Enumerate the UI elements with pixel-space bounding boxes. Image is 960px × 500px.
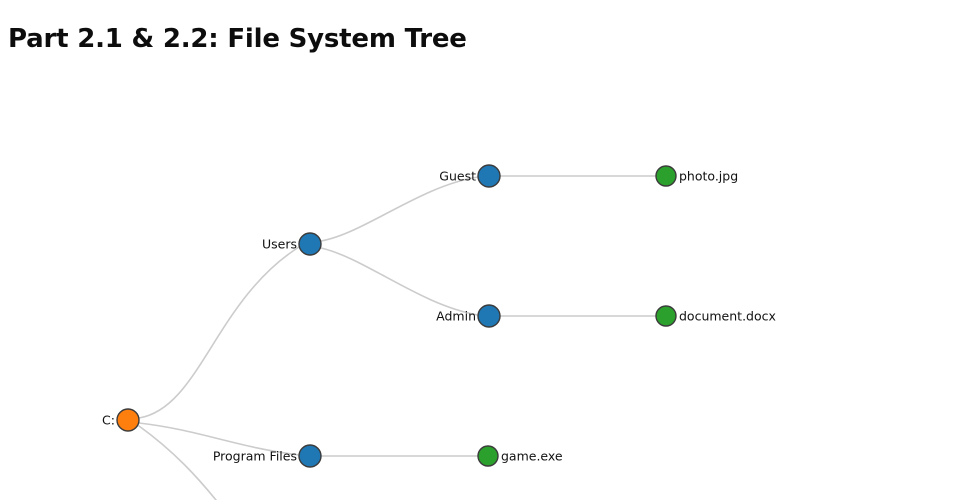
graph-edge-users-to-admin [320, 247, 479, 316]
node-circle-game-exe[interactable] [477, 445, 499, 467]
node-label-admin: Admin [436, 309, 476, 324]
node-circle-document-docx[interactable] [655, 305, 677, 327]
node-circle-users[interactable] [298, 232, 322, 256]
graph-node-game-exe[interactable]: game.exe [477, 445, 563, 467]
node-circle-photo-jpg[interactable] [655, 165, 677, 187]
node-label-game-exe: game.exe [501, 449, 563, 464]
graph-node-guest[interactable]: Guest [439, 164, 501, 188]
node-label-photo-jpg: photo.jpg [679, 169, 738, 184]
edge-layer [138, 175, 657, 500]
graph-edge-users-to-guest [320, 176, 479, 242]
node-circle-admin[interactable] [477, 304, 501, 328]
page-title: Part 2.1 & 2.2: File System Tree [8, 24, 467, 54]
graph-node-admin[interactable]: Admin [436, 304, 501, 328]
node-circle-guest[interactable] [477, 164, 501, 188]
graph-node-program-files[interactable]: Program Files [213, 444, 322, 468]
node-circle-c-drive[interactable] [116, 408, 140, 432]
node-label-document-docx: document.docx [679, 309, 776, 324]
graph-edge-c-drive-to-program-files [138, 422, 300, 456]
node-label-c-drive: C: [102, 413, 115, 428]
graph-node-photo-jpg[interactable]: photo.jpg [655, 165, 738, 187]
graph-node-c-drive[interactable]: C: [102, 408, 140, 432]
graph-node-document-docx[interactable]: document.docx [655, 305, 776, 327]
graph-edge-c-drive-to-clipped [138, 425, 217, 500]
node-label-program-files: Program Files [213, 449, 297, 464]
graph-node-users[interactable]: Users [262, 232, 322, 256]
node-circle-program-files[interactable] [298, 444, 322, 468]
graph-edge-c-drive-to-users [138, 246, 300, 419]
node-label-guest: Guest [439, 169, 476, 184]
node-label-users: Users [262, 237, 297, 252]
